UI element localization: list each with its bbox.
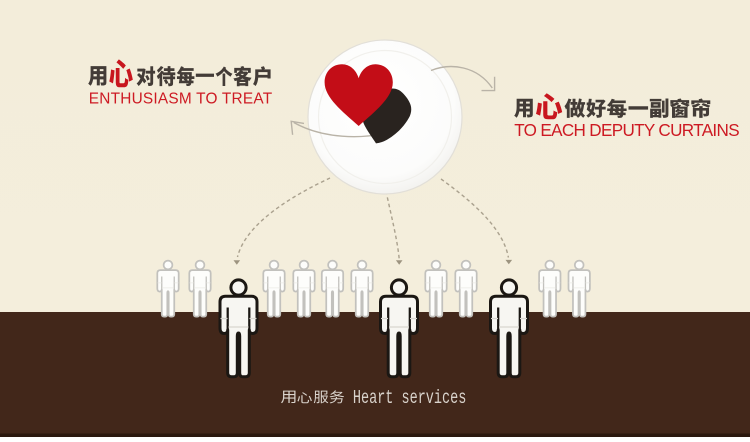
svg-text:Heart services: Heart services [353,387,466,409]
svg-text:TO EACH DEPUTY CURTAINS: TO EACH DEPUTY CURTAINS [514,121,739,140]
svg-text:ENTHUSIASM TO TREAT: ENTHUSIASM TO TREAT [89,91,273,108]
